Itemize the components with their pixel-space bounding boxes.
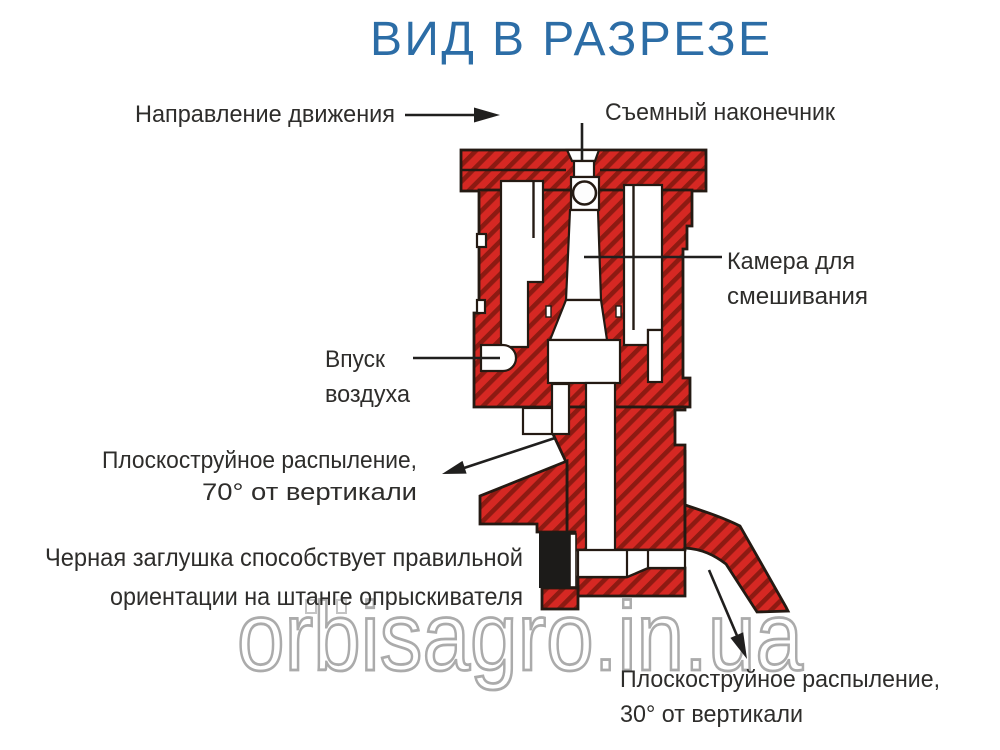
svg-text:смешивания: смешивания <box>727 283 868 310</box>
svg-text:Плоскоструйное распыление,: Плоскоструйное распыление, <box>620 666 940 693</box>
svg-text:Камера для: Камера для <box>727 248 855 275</box>
svg-text:Съемный наконечник: Съемный наконечник <box>605 99 835 126</box>
svg-text:30° от вертикали: 30° от вертикали <box>620 701 803 728</box>
svg-text:70° от вертикали: 70° от вертикали <box>202 479 417 506</box>
svg-text:Направление движения: Направление движения <box>135 101 395 128</box>
svg-text:Черная заглушка способствует п: Черная заглушка способствует правильной <box>45 544 523 572</box>
svg-text:ВИД В РАЗРЕЗЕ: ВИД В РАЗРЕЗЕ <box>370 13 770 66</box>
svg-text:Впуск: Впуск <box>325 346 385 373</box>
svg-text:ориентации на штанге опрыскива: ориентации на штанге опрыскивателя <box>110 583 523 611</box>
svg-text:orbisagro.in.ua: orbisagro.in.ua <box>237 582 803 691</box>
svg-text:Плоскоструйное распыление,: Плоскоструйное распыление, <box>102 447 417 474</box>
svg-text:воздуха: воздуха <box>325 381 411 408</box>
